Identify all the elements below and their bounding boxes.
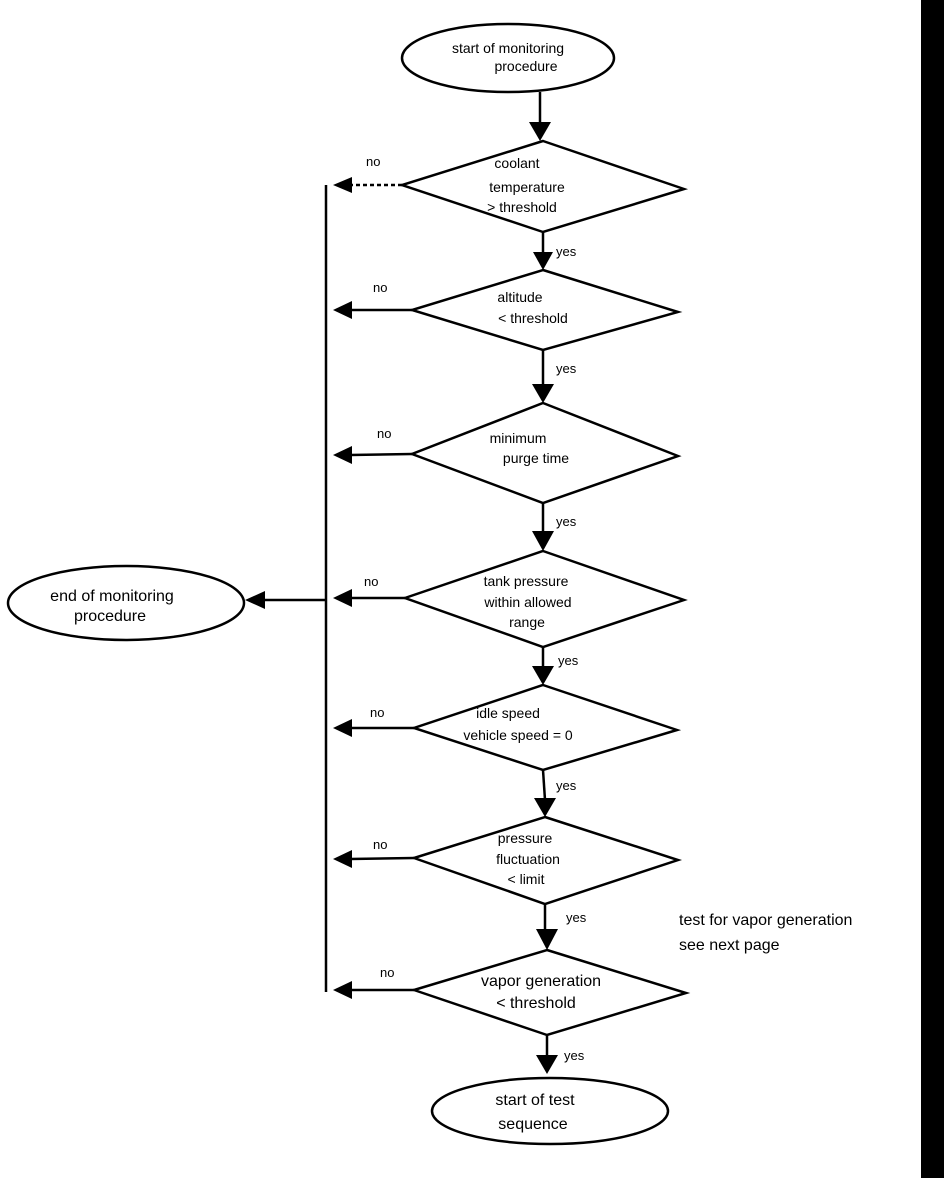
idle-decision: idle speed vehicle speed = 0	[410, 683, 682, 772]
vapor-note: test for vapor generation see next page	[679, 912, 852, 954]
purge-to-tank-arrowhead	[532, 531, 554, 551]
to-end-arrowhead	[245, 591, 265, 609]
tank-to-idle-arrowhead	[532, 666, 554, 685]
fluct-no-label: no	[373, 837, 387, 852]
altitude-no-arrowhead	[333, 301, 352, 319]
test-node-line-1: start of test	[495, 1092, 575, 1109]
fluct-no-line	[349, 856, 415, 861]
purge-line-2: purge time	[503, 450, 569, 466]
altitude-no-label: no	[373, 280, 387, 295]
page-edge-bar	[921, 0, 944, 1178]
idle-yes-label: yes	[556, 778, 577, 793]
fluct-no-arrowhead	[333, 850, 352, 868]
coolant-line-1: coolant	[494, 155, 539, 171]
tank-line-3: range	[509, 614, 545, 630]
tank-no-label: no	[364, 574, 378, 589]
start-node: start of monitoring procedure	[400, 22, 616, 94]
idle-no-label: no	[370, 705, 384, 720]
purge-no-arrowhead	[333, 446, 352, 464]
fluctuation-decision: pressure fluctuation < limit	[410, 815, 683, 906]
tank-line-1: tank pressure	[484, 573, 569, 589]
tank-yes-label: yes	[558, 653, 579, 668]
vapor-line-2: < threshold	[496, 995, 576, 1012]
vapor-no-label: no	[380, 965, 394, 980]
purge-yes-label: yes	[556, 514, 577, 529]
purge-no-line	[349, 452, 413, 457]
altitude-line-1: altitude	[497, 289, 542, 305]
purge-line-1: minimum	[490, 430, 547, 446]
vapor-decision: vapor generation < threshold	[409, 948, 691, 1037]
coolant-line-3: > threshold	[487, 199, 557, 215]
coolant-no-arrowhead	[333, 177, 352, 193]
altitude-line-2: < threshold	[498, 310, 568, 326]
fluct-line-3: < limit	[508, 871, 545, 887]
fluct-yes-label: yes	[566, 910, 587, 925]
fluct-to-vapor-arrowhead	[536, 929, 558, 950]
tank-no-arrowhead	[333, 589, 352, 607]
fluct-line-2: fluctuation	[496, 851, 560, 867]
test-node-line-2: sequence	[498, 1116, 567, 1133]
coolant-yes-label: yes	[556, 244, 577, 259]
coolant-decision: coolant temperature > threshold	[397, 139, 689, 234]
start-to-coolant-arrowhead	[529, 122, 551, 141]
start-node-line-2: procedure	[494, 58, 557, 74]
test-node: start of test sequence	[430, 1076, 670, 1146]
fluct-line-1: pressure	[498, 830, 553, 846]
idle-line-1: idle speed	[476, 705, 540, 721]
vapor-to-test-arrowhead	[536, 1055, 558, 1074]
vapor-yes-label: yes	[564, 1048, 585, 1063]
coolant-to-altitude-arrowhead	[533, 252, 553, 270]
altitude-yes-label: yes	[556, 361, 577, 376]
start-node-line-1: start of monitoring	[452, 40, 564, 56]
vapor-line-1: vapor generation	[481, 973, 601, 990]
vapor-note-line-2: see next page	[679, 937, 780, 954]
end-node: end of monitoring procedure	[6, 564, 246, 642]
end-node-line-1: end of monitoring	[50, 588, 174, 605]
vapor-no-arrowhead	[333, 981, 352, 999]
end-node-line-2: procedure	[74, 608, 146, 625]
altitude-to-purge-arrowhead	[532, 384, 554, 403]
altitude-decision: altitude < threshold	[407, 268, 683, 352]
idle-to-fluct-line	[541, 769, 547, 801]
coolant-line-2: temperature	[489, 179, 565, 195]
tank-line-2: within allowed	[483, 594, 571, 610]
purge-decision: minimum purge time	[408, 401, 682, 505]
idle-to-fluct-arrowhead	[534, 798, 556, 817]
tank-decision: tank pressure within allowed range	[401, 549, 688, 649]
purge-no-label: no	[377, 426, 391, 441]
vapor-note-line-1: test for vapor generation	[679, 912, 852, 929]
idle-line-2: vehicle speed = 0	[463, 727, 573, 743]
coolant-no-label: no	[366, 154, 380, 169]
idle-no-arrowhead	[333, 719, 352, 737]
